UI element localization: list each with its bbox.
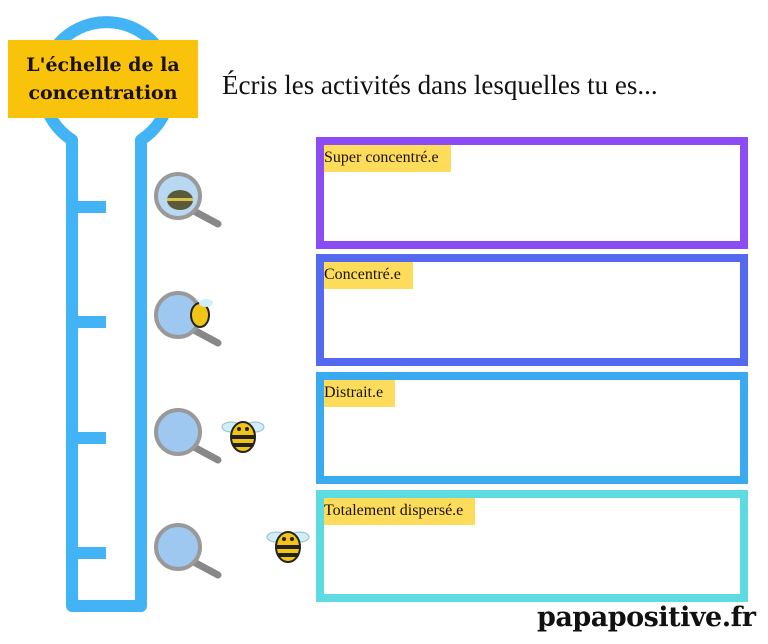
- magnifier-icon: [154, 408, 222, 464]
- level-label: Super concentré.e: [324, 145, 451, 172]
- level-box-super-concentrated[interactable]: Super concentré.e: [316, 137, 748, 249]
- instruction-heading: Écris les activités dans lesquelles tu e…: [222, 70, 658, 100]
- tick-mark: [76, 547, 106, 559]
- tick-mark: [76, 316, 106, 328]
- scale-title-line-2: concentration: [28, 82, 178, 104]
- level-label: Totalement dispersé.e: [324, 498, 476, 525]
- bee-icon: [221, 421, 265, 453]
- magnifier-icon: [154, 523, 222, 579]
- bee-far-icon: [266, 531, 310, 563]
- level-label: Distrait.e: [324, 380, 396, 407]
- level-box-concentrated[interactable]: Concentré.e: [316, 254, 748, 366]
- scale-title-line-1: L'échelle de la: [26, 54, 180, 76]
- level-box-distracted[interactable]: Distrait.e: [316, 372, 748, 484]
- site-footer: papapositive.fr: [537, 602, 756, 633]
- scale-title: L'échelle de la concentration: [8, 40, 198, 118]
- magnifier-bee-edge-icon: [154, 291, 222, 347]
- level-box-totally-dispersed[interactable]: Totalement dispersé.e: [316, 490, 748, 602]
- tick-mark: [76, 201, 106, 213]
- level-label: Concentré.e: [324, 262, 413, 289]
- tick-mark: [76, 432, 106, 444]
- magnifier-bee-inside-icon: [154, 172, 222, 228]
